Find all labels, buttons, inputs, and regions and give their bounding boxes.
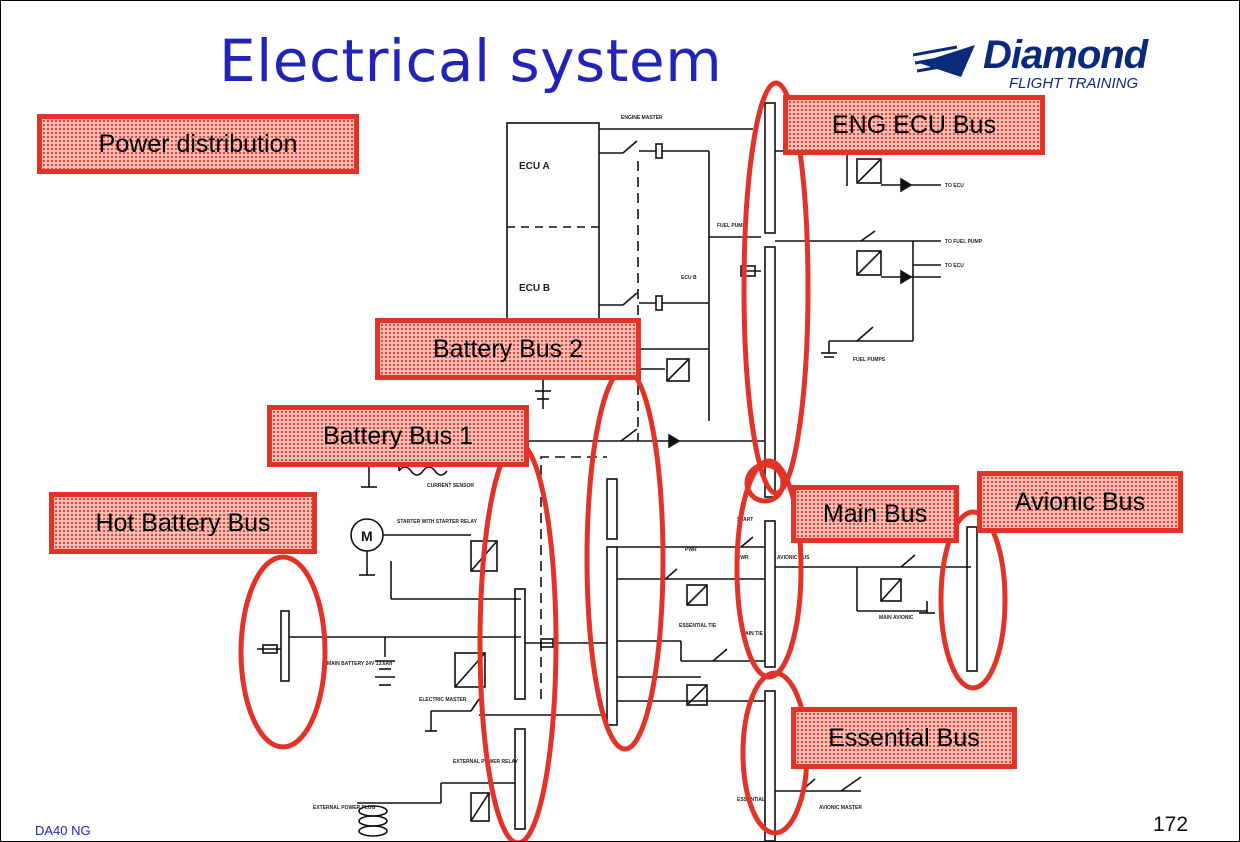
external-power-plug-label: EXTERNAL POWER PLUG — [313, 805, 376, 811]
start-label: START — [737, 517, 753, 523]
bus-junction-highlight — [744, 462, 786, 504]
battery-bus-1-highlight — [477, 440, 559, 841]
avionic-bus-small-label: AVIONIC BUS — [777, 555, 810, 561]
ecu-a-label: ECU A — [519, 161, 550, 172]
diamond-wing-icon — [913, 45, 975, 77]
starter-relay-label: STARTER WITH STARTER RELAY — [397, 519, 478, 525]
to-ecu-label-2: TO ECU — [945, 263, 964, 269]
avionic-bus-highlight — [938, 509, 1008, 691]
to-ecu-label: TO ECU — [945, 183, 964, 189]
ecu-b-label: ECU B — [519, 283, 550, 294]
main-battery-label: MAIN BATTERY 24V 13.6Ah — [327, 661, 392, 667]
avionic-master-label: AVIONIC MASTER — [819, 805, 862, 811]
battery-bus-2-label: Battery Bus 2 — [375, 318, 641, 380]
footer-model-label: DA40 NG — [35, 823, 91, 838]
motor-label: M — [361, 528, 373, 544]
current-sensor-label: CURRENT SENSOR — [427, 483, 474, 489]
hot-battery-bus-highlight — [238, 554, 328, 750]
slide-title: Electrical system — [219, 27, 723, 95]
battery-bus-2-highlight — [584, 366, 666, 752]
main-tie-label: MAIN TIE — [741, 631, 764, 637]
power-distribution-label: Power distribution — [37, 114, 359, 174]
electric-master-label: ELECTRIC MASTER — [419, 697, 467, 703]
main-avionic-label: MAIN AVIONIC — [879, 615, 914, 621]
fuel-pumps-label: FUEL PUMPS — [853, 357, 886, 363]
logo-wordmark: Diamond — [983, 33, 1148, 77]
logo-subtitle: FLIGHT TRAINING — [1009, 75, 1139, 92]
diamond-logo: Diamond FLIGHT TRAINING — [913, 33, 1173, 99]
battery-bus-1-label: Battery Bus 1 — [267, 405, 529, 467]
pwr-label-1: PWR — [685, 547, 697, 553]
ecu-b-small-label: ECU B — [681, 275, 697, 281]
eng-ecu-bus-label: ENG ECU Bus — [783, 95, 1045, 155]
pwr-label-2: PWR — [737, 555, 749, 561]
main-bus-label: Main Bus — [791, 485, 959, 543]
hot-battery-bus-label: Hot Battery Bus — [49, 492, 317, 554]
essential-bus-label: Essential Bus — [791, 707, 1017, 769]
engine-master-label: ENGINE MASTER — [621, 115, 663, 121]
avionic-bus-label: Avionic Bus — [977, 471, 1183, 533]
fuel-pump-label: FUEL PUMP — [717, 223, 746, 229]
to-fuel-pump-label: TO FUEL PUMP — [945, 239, 983, 245]
page-number: 172 — [1153, 813, 1189, 836]
essential-tie-label: ESSENTIAL TIE — [679, 623, 717, 629]
eng-ecu-bus-highlight — [741, 80, 811, 496]
